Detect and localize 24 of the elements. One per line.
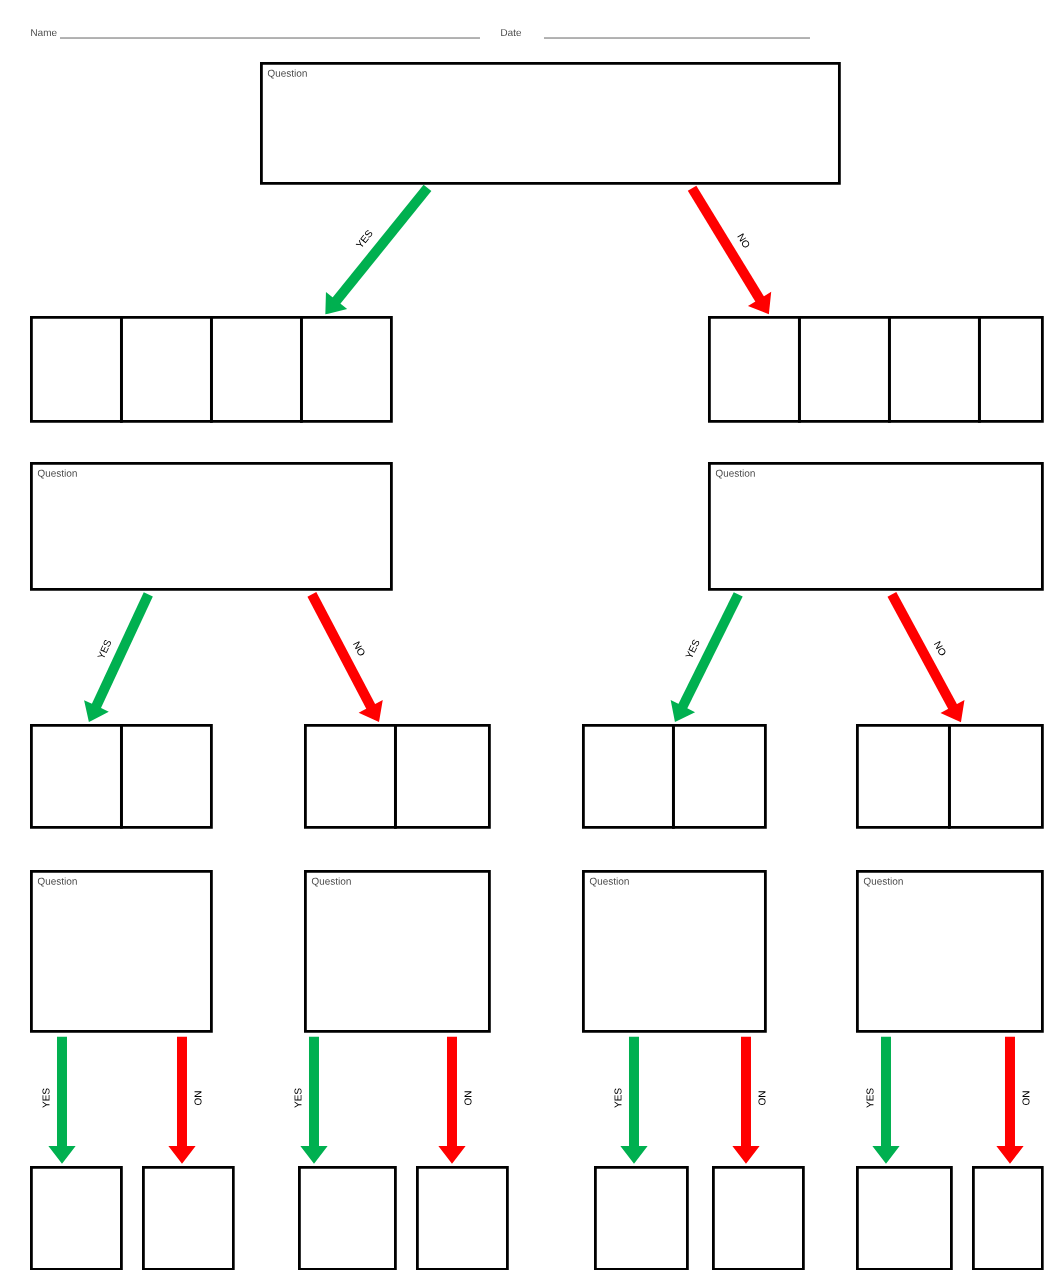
answer-box [394,724,491,829]
answer-box [888,316,981,423]
answer-box [30,1166,123,1270]
answer-box [672,724,767,829]
answer-box [30,724,123,829]
answer-box [856,1166,953,1270]
answer-box [210,316,303,423]
answer-box [972,1166,1044,1270]
answer-box [120,724,213,829]
answer-box [798,316,891,423]
answer-box [120,316,213,423]
answer-box [594,1166,689,1270]
answer-box [582,724,675,829]
answer-box [708,316,801,423]
answer-box [30,316,123,423]
answer-box [300,316,393,423]
answer-box [712,1166,805,1270]
answer-box [978,316,1044,423]
answer-box [298,1166,397,1270]
answer-box [948,724,1044,829]
answer-box [416,1166,509,1270]
answer-box [142,1166,235,1270]
answer-box [856,724,951,829]
answer-box [304,724,397,829]
